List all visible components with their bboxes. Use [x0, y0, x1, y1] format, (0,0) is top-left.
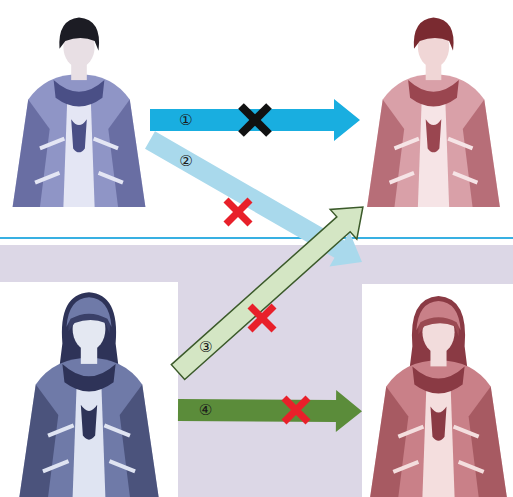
block-arrow [171, 207, 363, 380]
image-panel [8, 2, 150, 207]
callout-number: ③ [199, 339, 212, 355]
block-arrow [150, 99, 360, 141]
image-panel [362, 258, 513, 497]
callout-number: ④ [199, 402, 212, 418]
callout-number: ② [179, 153, 192, 169]
image-panel [0, 282, 178, 497]
image-panel [360, 2, 505, 207]
block-arrow [178, 390, 362, 432]
callout-number: ① [179, 112, 192, 128]
